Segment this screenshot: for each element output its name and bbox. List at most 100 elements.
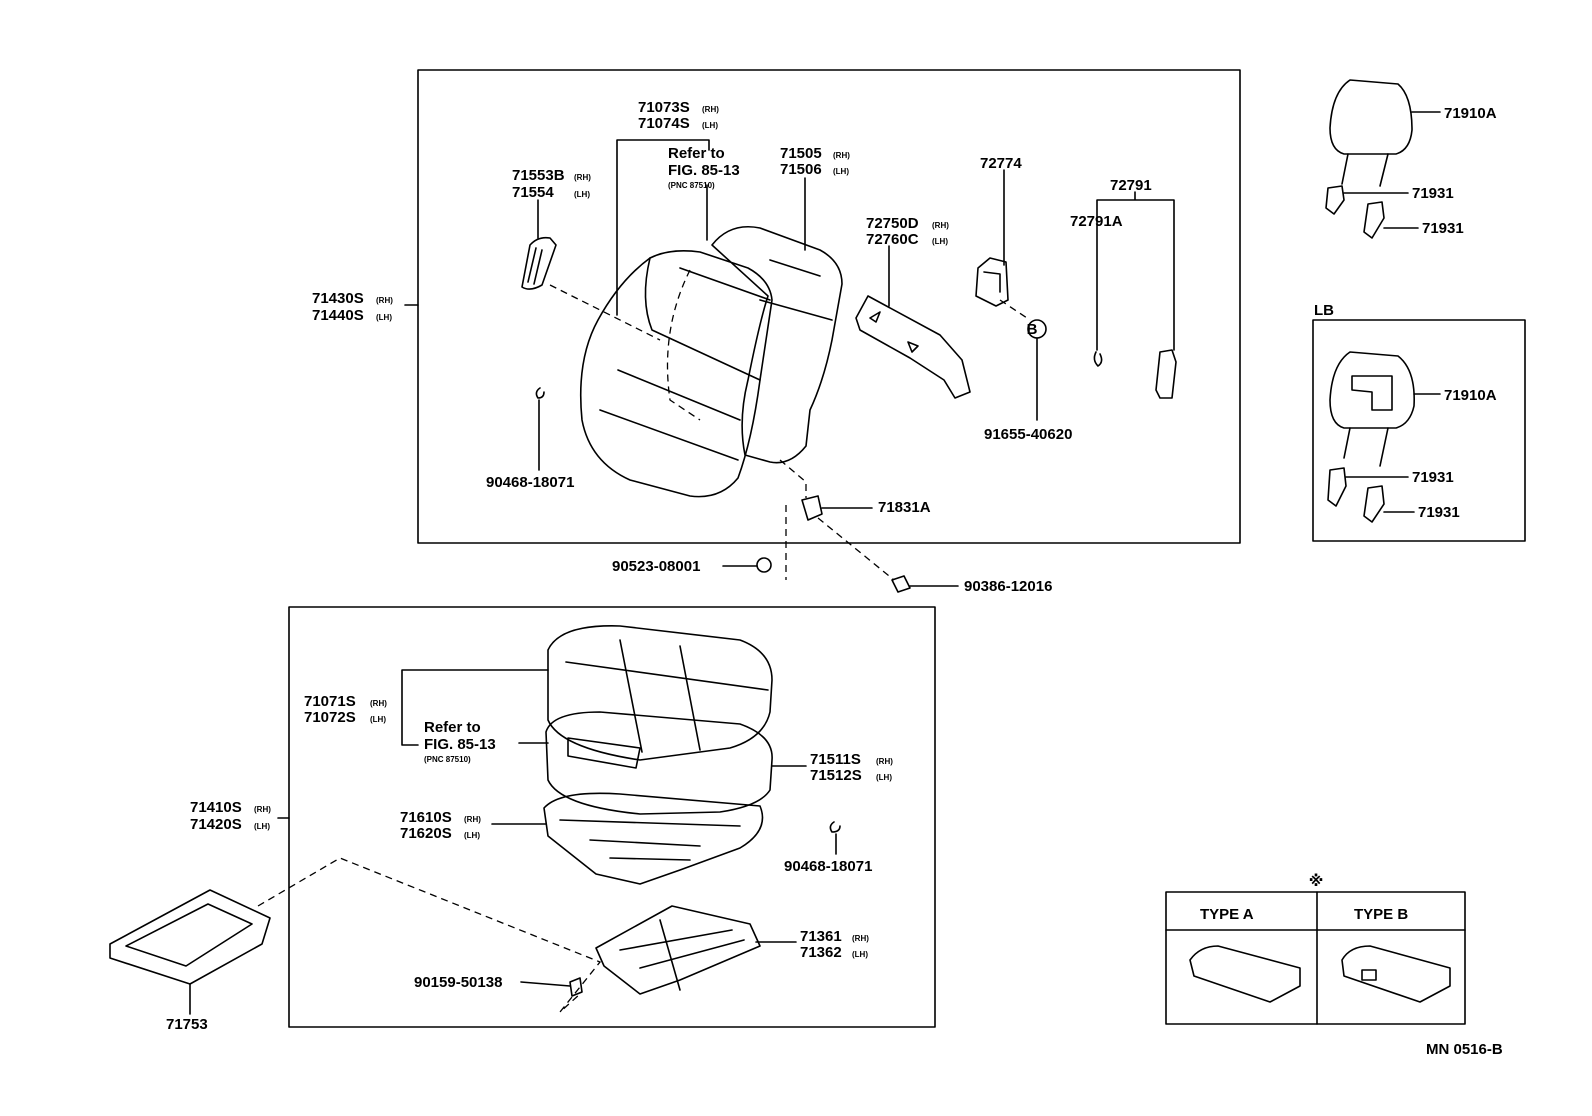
- seat-cover-drawing: [547, 625, 773, 761]
- label-type-a: TYPE A: [1200, 906, 1254, 923]
- label-71073S-rh: (RH): [702, 105, 719, 114]
- leader-72791: [1096, 191, 1175, 351]
- label-71071S-rh: (RH): [370, 699, 387, 708]
- label-71554: 71554: [512, 184, 554, 201]
- label-90468-a: 90468-18071: [486, 474, 574, 491]
- label-71910A-1: 71910A: [1444, 105, 1497, 122]
- label-71361: 71361: [800, 928, 842, 945]
- label-71440S-lh: (LH): [376, 313, 392, 322]
- label-71420S: 71420S: [190, 816, 242, 833]
- seatback-frame: [417, 69, 1241, 544]
- seat-cushion-frame: [288, 606, 936, 1028]
- headrest-stay-left: [1341, 153, 1349, 185]
- lb-headrest-support-1: [1327, 467, 1347, 507]
- label-71831A: 71831A: [878, 499, 931, 516]
- label-71440S: 71440S: [312, 307, 364, 324]
- seatback-cover-seam-1: [644, 257, 761, 381]
- label-71506: 71506: [780, 161, 822, 178]
- lb-headrest-drawing: [1329, 351, 1415, 429]
- label-71506-lh: (LH): [833, 167, 849, 176]
- label-71072S: 71072S: [304, 709, 356, 726]
- label-72791: 72791: [1110, 177, 1152, 194]
- recliner-cover-holes: [869, 311, 919, 353]
- lb-headrest-frame: [1312, 319, 1526, 542]
- label-pnc-cushion: (PNC 87510): [424, 755, 471, 764]
- seatback-cover-seam-3: [599, 409, 739, 461]
- label-71610S-rh: (RH): [464, 815, 481, 824]
- type-a-drawing: [1189, 945, 1301, 1003]
- label-71553B-rh: (RH): [574, 173, 591, 182]
- label-71931-3: 71931: [1412, 469, 1454, 486]
- seat-cover-seams: [565, 639, 769, 753]
- cushion-tray-drawing: [109, 889, 271, 985]
- headrest-support-2: [1363, 201, 1385, 239]
- label-71512S: 71512S: [810, 767, 862, 784]
- label-71931-1: 71931: [1412, 185, 1454, 202]
- lb-headrest-support-2: [1363, 485, 1385, 523]
- type-table: [1165, 891, 1466, 1025]
- release-knob-drawing: [1155, 349, 1177, 399]
- label-90523: 90523-08001: [612, 558, 700, 575]
- lock-bracket-detail: [983, 271, 1001, 293]
- label-pnc-back: (PNC 87510): [668, 181, 715, 190]
- seat-adjuster-drawing: [595, 905, 761, 995]
- dash-bolt: [999, 299, 1031, 321]
- leader-71071S: [401, 669, 549, 746]
- leader-71073S: [616, 139, 710, 316]
- seat-frame-drawing: [543, 792, 764, 885]
- label-71362-lh: (LH): [852, 950, 868, 959]
- lock-bracket-drawing: [975, 257, 1009, 307]
- label-72774: 72774: [980, 155, 1022, 172]
- label-71074S-lh: (LH): [702, 121, 718, 130]
- headrest-support-1: [1325, 185, 1345, 215]
- label-71931-4: 71931: [1418, 504, 1460, 521]
- label-72760C-lh: (LH): [932, 237, 948, 246]
- label-72750D: 72750D: [866, 215, 919, 232]
- seatback-cover-top-seam: [679, 267, 771, 301]
- seat-pad-tag: [567, 737, 641, 769]
- recliner-cover-drawing: [855, 295, 971, 399]
- hog-ring-drawing-1: [535, 387, 545, 399]
- label-71362: 71362: [800, 944, 842, 961]
- label-71410S-rh: (RH): [254, 805, 271, 814]
- label-drawing-code: MN 0516-B: [1426, 1041, 1503, 1058]
- headrest-stay-right: [1379, 153, 1389, 187]
- dash-hinge: [779, 459, 807, 498]
- label-71910A-2: 71910A: [1444, 387, 1497, 404]
- clip-drawing: [891, 575, 911, 593]
- label-71511S: 71511S: [810, 751, 861, 768]
- label-fig-cushion: FIG. 85-13: [424, 736, 496, 753]
- label-71505-rh: (RH): [833, 151, 850, 160]
- label-note-mark: ※: [1309, 872, 1324, 890]
- label-72760C: 72760C: [866, 231, 919, 248]
- lb-headrest-stay-right: [1379, 427, 1389, 467]
- headrest-drawing: [1329, 79, 1413, 155]
- label-refer-cushion: Refer to: [424, 719, 481, 736]
- label-callout-b: B: [1027, 321, 1038, 338]
- type-b-drawing: [1341, 945, 1451, 1003]
- spring-clip-drawing: [1093, 351, 1103, 367]
- label-72791A: 72791A: [1070, 213, 1123, 230]
- nut-drawing: [756, 557, 772, 573]
- dash-cover: [666, 269, 701, 421]
- cushion-tray-inner: [125, 903, 253, 967]
- label-71505: 71505: [780, 145, 822, 162]
- label-71074S: 71074S: [638, 115, 690, 132]
- dash-garnish: [549, 284, 661, 341]
- label-71511S-rh: (RH): [876, 757, 893, 766]
- side-garnish-ribs: [527, 247, 543, 285]
- label-fig-back: FIG. 85-13: [668, 162, 740, 179]
- label-lb: LB: [1314, 302, 1334, 319]
- label-71610S: 71610S: [400, 809, 452, 826]
- seat-pad-drawing: [545, 711, 773, 815]
- seatback-cover-seam-2: [617, 369, 741, 421]
- label-refer-back: Refer to: [668, 145, 725, 162]
- type-b-detail: [1361, 969, 1377, 981]
- label-type-b: TYPE B: [1354, 906, 1408, 923]
- label-71931-2: 71931: [1422, 220, 1464, 237]
- label-71753: 71753: [166, 1016, 208, 1033]
- dash-clip: [817, 517, 895, 581]
- label-72750D-rh: (RH): [932, 221, 949, 230]
- label-71072S-lh: (LH): [370, 715, 386, 724]
